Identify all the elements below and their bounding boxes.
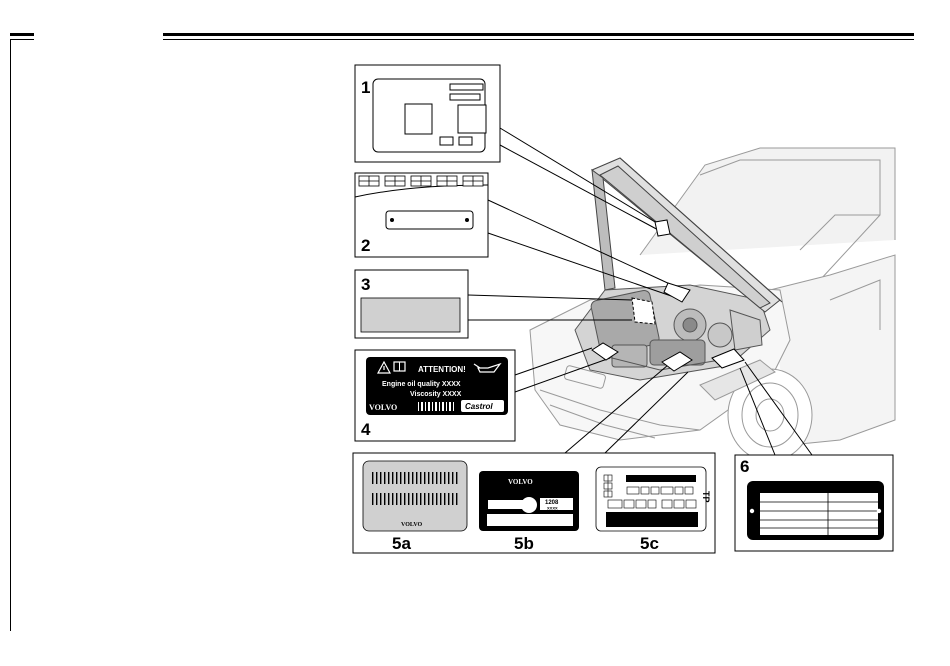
callout-box-5: VOLVO 5a VOLVO 1208 XXXX 5b bbox=[353, 453, 715, 553]
callout-number-2: 2 bbox=[361, 236, 370, 255]
callout-box-2: 2 bbox=[355, 173, 488, 257]
callout-number-6: 6 bbox=[740, 457, 749, 476]
oil-label-quality: Engine oil quality XXXX bbox=[382, 381, 461, 388]
callout-number-3: 3 bbox=[361, 275, 370, 294]
oil-label-attention: ATTENTION! bbox=[418, 365, 466, 374]
callout-number-1: 1 bbox=[361, 78, 370, 97]
plate-5b-code-bottom: XXXX bbox=[547, 506, 558, 511]
callout-box-3: 3 bbox=[355, 270, 468, 338]
callout-number-5c: 5c bbox=[640, 534, 659, 553]
plate-5b-brand: VOLVO bbox=[508, 478, 533, 486]
callout-number-5a: 5a bbox=[392, 534, 411, 553]
callout-number-5b: 5b bbox=[514, 534, 534, 553]
oil-label-viscosity: Viscosity XXXX bbox=[410, 391, 462, 398]
plate-5a-brand: VOLVO bbox=[401, 522, 423, 528]
plate-5c-letters: TP bbox=[701, 491, 711, 503]
callout-box-4: ATTENTION! Engine oil quality XXXX Visco… bbox=[355, 350, 515, 441]
oil-label-castrol: Castrol bbox=[465, 402, 493, 411]
callout-box-1: 1 bbox=[355, 65, 500, 162]
callout-number-4: 4 bbox=[361, 420, 371, 439]
callout-box-6: 6 bbox=[735, 455, 893, 551]
oil-label-brand: VOLVO bbox=[369, 403, 397, 412]
